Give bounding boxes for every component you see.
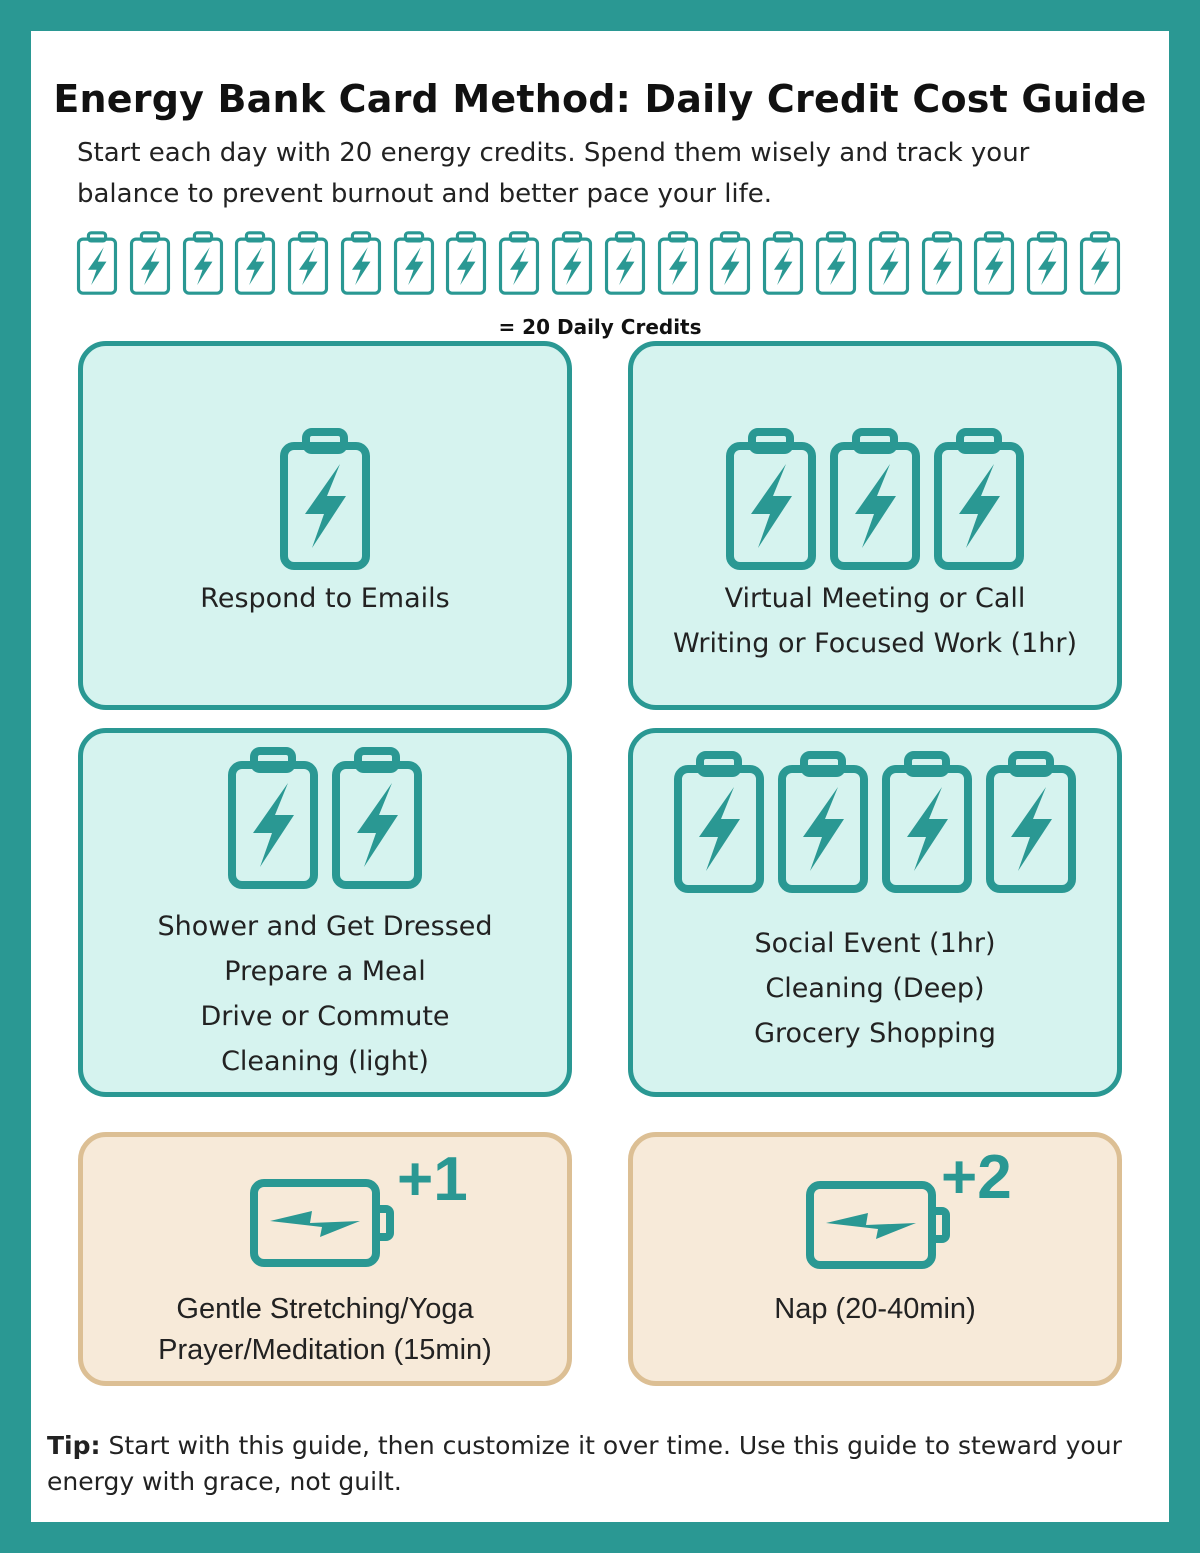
- battery-bolt-icon: [182, 231, 223, 295]
- battery-bolt-icon: [830, 428, 920, 570]
- cost-icons: [633, 428, 1117, 570]
- guide-sheet: Energy Bank Card Method: Daily Credit Co…: [31, 31, 1169, 1522]
- battery-bolt-icon: [332, 747, 422, 889]
- battery-bolt-icon: [604, 231, 645, 295]
- battery-bolt-icon: [393, 231, 434, 295]
- activity-item: Virtual Meeting or Call: [724, 583, 1026, 614]
- battery-bolt-icon: [657, 231, 698, 295]
- cost-card-3-credits: Virtual Meeting or Call Writing or Focus…: [628, 341, 1122, 710]
- activity-item: Social Event (1hr): [754, 928, 996, 959]
- battery-bolt-icon: [710, 231, 751, 295]
- activity-list: Virtual Meeting or Call Writing or Focus…: [633, 576, 1117, 666]
- activity-list: Nap (20-40min): [633, 1289, 1117, 1330]
- battery-bolt-icon: [288, 231, 329, 295]
- bonus-card-plus-2: +2 Nap (20-40min): [628, 1132, 1122, 1386]
- battery-bolt-icon: [778, 751, 868, 893]
- credit-gain-badge: +1: [397, 1145, 468, 1214]
- activity-item: Prepare a Meal: [224, 956, 426, 987]
- activity-item: Cleaning (light): [221, 1046, 429, 1077]
- activity-list: Shower and Get Dressed Prepare a Meal Dr…: [83, 904, 567, 1084]
- battery-bolt-icon: [446, 231, 487, 295]
- cost-icons: [83, 428, 567, 570]
- cost-card-4-credits: Social Event (1hr) Cleaning (Deep) Groce…: [628, 728, 1122, 1097]
- daily-credits-label: = 20 Daily Credits: [498, 315, 702, 339]
- battery-bolt-icon: [499, 231, 540, 295]
- battery-bolt-icon: [726, 428, 816, 570]
- battery-bolt-icon: [674, 751, 764, 893]
- activity-item: Writing or Focused Work (1hr): [672, 628, 1078, 659]
- cost-card-2-credits: Shower and Get Dressed Prepare a Meal Dr…: [78, 728, 572, 1097]
- daily-credit-icons: [76, 231, 1121, 295]
- activity-item: Cleaning (Deep): [765, 973, 985, 1004]
- tip-body: Start with this guide, then customize it…: [47, 1431, 1122, 1496]
- battery-bolt-icon: [340, 231, 381, 295]
- battery-bolt-icon: [815, 231, 856, 295]
- charging-battery-icon: [806, 1181, 950, 1269]
- bonus-card-plus-1: +1 Gentle Stretching/Yoga Prayer/Meditat…: [78, 1132, 572, 1386]
- battery-bolt-icon: [129, 231, 170, 295]
- activity-list: Social Event (1hr) Cleaning (Deep) Groce…: [633, 921, 1117, 1056]
- battery-bolt-icon: [921, 231, 962, 295]
- activity-list: Gentle Stretching/Yoga Prayer/Meditation…: [83, 1289, 567, 1371]
- page-title: Energy Bank Card Method: Daily Credit Co…: [53, 77, 1147, 121]
- activity-item: Grocery Shopping: [754, 1018, 996, 1049]
- battery-bolt-icon: [763, 231, 804, 295]
- cost-card-1-credit: Respond to Emails: [78, 341, 572, 710]
- charging-battery-icon: [250, 1179, 394, 1267]
- battery-bolt-icon: [280, 428, 370, 570]
- battery-bolt-icon: [228, 747, 318, 889]
- activity-item: Shower and Get Dressed: [157, 911, 493, 942]
- battery-bolt-icon: [551, 231, 593, 295]
- cost-icons: [83, 747, 567, 889]
- credit-gain-badge: +2: [941, 1143, 1012, 1212]
- activity-list: Respond to Emails: [83, 576, 567, 621]
- activity-item: Prayer/Meditation (15min): [158, 1334, 492, 1366]
- activity-item: Respond to Emails: [200, 583, 450, 614]
- intro-text: Start each day with 20 energy credits. S…: [77, 138, 1030, 209]
- tip-label: Tip:: [47, 1431, 101, 1460]
- battery-bolt-icon: [235, 231, 276, 295]
- battery-bolt-icon: [934, 428, 1024, 570]
- cost-icons: [633, 751, 1117, 893]
- activity-item: Drive or Commute: [200, 1001, 450, 1032]
- battery-bolt-icon: [974, 231, 1015, 295]
- battery-bolt-icon: [882, 751, 972, 893]
- battery-bolt-icon: [868, 231, 909, 295]
- activity-item: Gentle Stretching/Yoga: [176, 1293, 474, 1325]
- battery-bolt-icon: [986, 751, 1076, 893]
- battery-bolt-icon: [1027, 231, 1068, 295]
- battery-bolt-icon: [76, 231, 118, 295]
- tip-text: Tip: Start with this guide, then customi…: [47, 1428, 1147, 1500]
- activity-item: Nap (20-40min): [774, 1293, 976, 1325]
- battery-bolt-icon: [1079, 231, 1120, 295]
